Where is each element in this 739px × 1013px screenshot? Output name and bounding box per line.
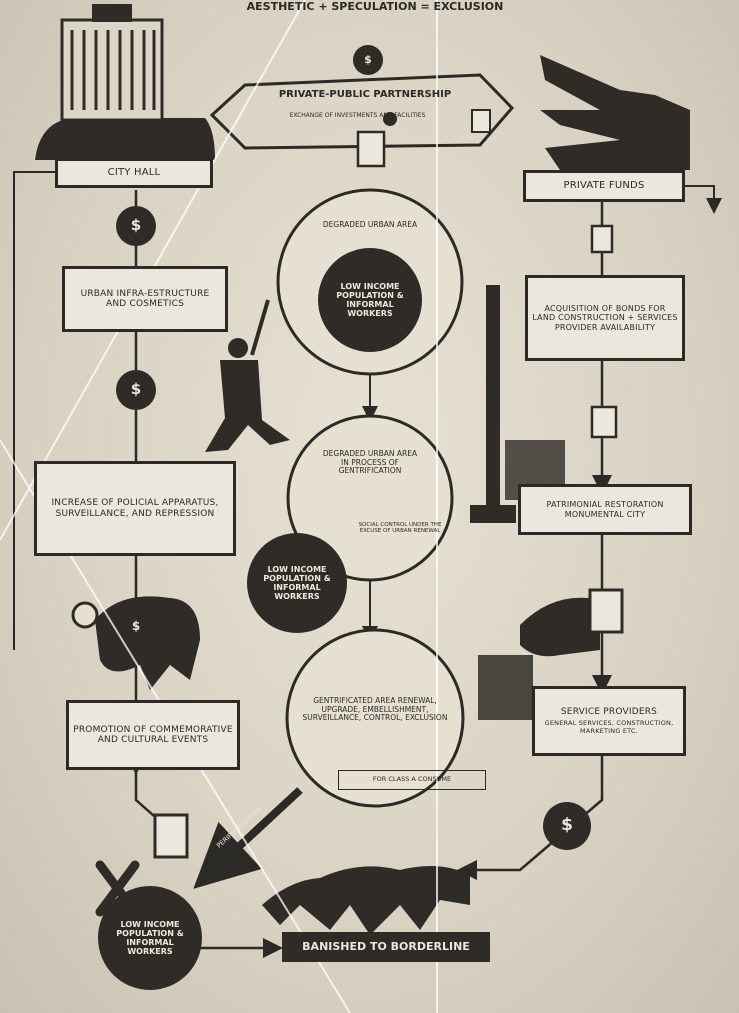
promotion-box: PROMOTION OF COMMEMORATIVE AND CULTURAL … [66, 700, 240, 770]
policeman-icon [205, 299, 290, 452]
low-income-label-3: LOW INCOME POPULATION & INFORMAL WORKERS [116, 919, 184, 957]
private-funds-box: PRIVATE FUNDS [523, 170, 685, 202]
acquisition-box: ACQUISITION OF BONDS FOR LAND CONSTRUCTI… [525, 275, 685, 361]
low-income-label-2: LOW INCOME POPULATION & INFORMAL WORKERS [263, 564, 331, 602]
document-icon [153, 813, 189, 859]
header-subtitle: AESTHETIC + SPECULATION = EXCLUSION [246, 0, 504, 13]
dollar-coin-icon [543, 802, 591, 850]
ppp-title: PRIVATE-PUBLIC PARTNERSHIP [278, 89, 452, 101]
degraded-area-label: DEGRADED URBAN AREA [322, 219, 418, 229]
banished-label: BANISHED TO BORDERLINE [282, 932, 490, 962]
service-providers-subtitle: GENERAL SERVICES, CONSTRUCTION, MARKETIN… [544, 719, 674, 735]
service-providers-box: SERVICE PROVIDERS GENERAL SERVICES, CONS… [532, 686, 686, 756]
patrimonial-box: PATRIMONIAL RESTORATION MONUMENTAL CITY [518, 484, 692, 535]
dollar-coin-icon [353, 45, 383, 75]
urban-infra-box: URBAN INFRA-ESTRUCTURE AND COSMETICS [62, 266, 228, 332]
hand-icon [478, 597, 600, 720]
left-outer-line [13, 171, 55, 650]
city-hall-box: CITY HALL [55, 158, 213, 188]
low-income-label-1: LOW INCOME POPULATION & INFORMAL WORKERS [336, 281, 404, 319]
document-icon [590, 405, 618, 439]
document-icon [590, 224, 614, 254]
dollar-label: $ [364, 52, 372, 66]
gentrifying-label: DEGRADED URBAN AREA IN PROCESS OF GENTRI… [322, 449, 418, 476]
document-icon [588, 588, 624, 634]
right-outer-line [685, 185, 722, 214]
ppp-subtitle: EXCHANGE OF INVESTMENTS AND FACILITIES [289, 111, 426, 119]
gentrified-label: GENTRIFICATED AREA RENEWAL, UPGRADE, EMB… [302, 696, 448, 723]
dollar-label: $ [131, 619, 141, 634]
low-income-circle-1 [318, 248, 422, 352]
ppp-hexagon [209, 73, 515, 150]
gentrified-circle [285, 628, 465, 808]
low-income-circle-2 [247, 533, 347, 633]
gentrifying-circle [286, 414, 454, 582]
dollar-coin-icon [116, 370, 156, 410]
policial-box: INCREASE OF POLICIAL APPARATUS, SURVEILL… [34, 461, 236, 556]
document-icon [471, 109, 491, 133]
x-mark-icon [95, 860, 140, 917]
dollar-label: $ [130, 216, 142, 235]
dollar-coin-icon [383, 112, 397, 126]
document-icon [356, 130, 386, 168]
city-hall-building-icon [35, 4, 215, 160]
for-class-label: FOR CLASS A CONSUME [338, 770, 486, 790]
low-income-circle-3 [98, 886, 202, 990]
dollar-label: $ [561, 815, 573, 836]
crocodile-icon [540, 55, 690, 170]
service-providers-title: SERVICE PROVIDERS [560, 706, 658, 717]
social-control-label: SOCIAL CONTROL UNDER THE EXCUSE OF URBAN… [358, 521, 442, 534]
peripherization-arrow [193, 787, 303, 889]
bull-icon [71, 596, 200, 690]
dollar-label: $ [130, 380, 142, 399]
crowd-icon [262, 866, 470, 935]
dollar-coin-icon [116, 206, 156, 246]
